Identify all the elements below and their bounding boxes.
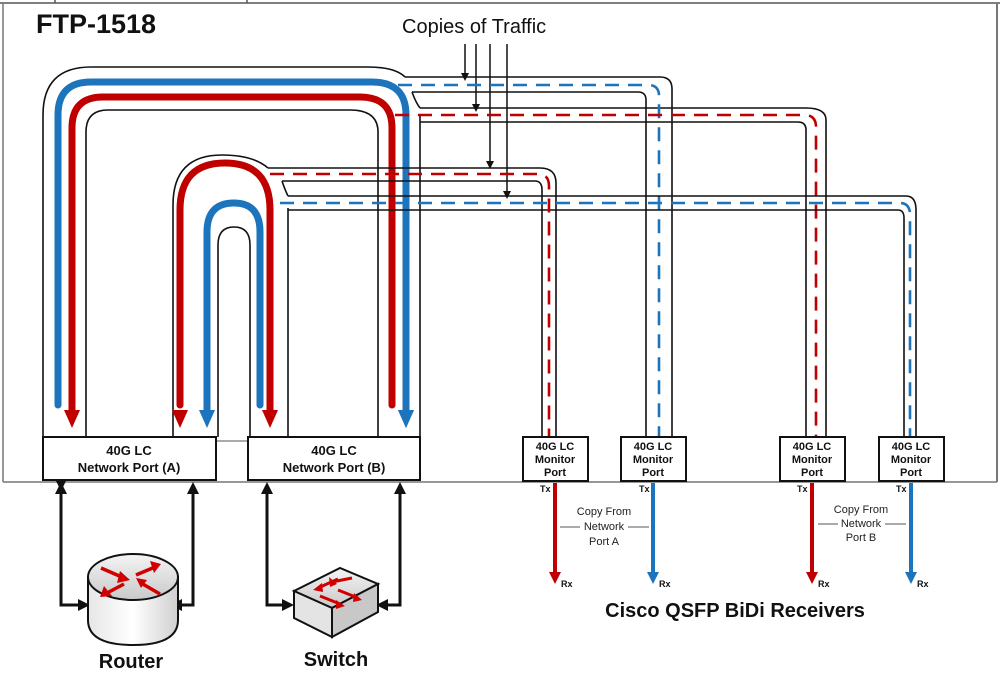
monitor-port-1-line2: Monitor [535,454,576,466]
tx-label-2: Tx [639,484,650,494]
red-copy-b [270,172,551,437]
loop-arrowheads [64,410,414,428]
copies-of-traffic-label: Copies of Traffic [402,16,546,38]
monitor-output-3: Tx Rx [797,483,830,589]
router-connections [55,481,199,611]
monitor-port-1-line3: Port [544,467,566,479]
monitor-port-4[interactable]: 40G LC Monitor Port [878,436,945,482]
network-port-a-line1: 40G LC [106,443,152,458]
copy-label-b-line1: Copy From [834,504,888,516]
rx-arrow-icon [905,572,917,584]
red-copy-a [395,113,818,437]
monitor-port-4-line3: Port [900,467,922,479]
rx-arrow-icon [549,572,561,584]
copy-label-a-line1: Copy From [577,506,631,518]
rx-label-2: Rx [659,579,671,589]
tx-label-3: Tx [797,484,808,494]
blue-copy-b [280,201,912,437]
monitor-port-2-line2: Monitor [633,454,674,466]
monitor-port-3-line1: 40G LC [793,441,832,453]
copy-label-b-line3: Port B [846,532,877,544]
monitor-port-3[interactable]: 40G LC Monitor Port [779,436,846,482]
network-port-b[interactable]: 40G LC Network Port (B) [247,436,421,481]
router-icon[interactable] [87,553,179,647]
monitor-output-1: Tx Rx [540,483,573,589]
rx-arrow-icon [647,572,659,584]
monitor-port-3-line3: Port [801,467,823,479]
rx-label-1: Rx [561,579,573,589]
red-traffic-loop-b [176,159,274,414]
monitor-output-2: Tx Rx [639,483,671,589]
monitor-port-4-line2: Monitor [891,454,932,466]
rx-label-4: Rx [917,579,929,589]
monitor-output-4: Tx Rx [896,483,929,589]
monitor-port-2[interactable]: 40G LC Monitor Port [620,436,687,482]
rx-label-3: Rx [818,579,830,589]
tx-label-1: Tx [540,484,551,494]
monitor-port-1[interactable]: 40G LC Monitor Port [522,436,589,482]
copy-label-a-line3: Port A [589,536,620,548]
network-port-a[interactable]: 40G LC Network Port (A) [42,436,217,481]
network-port-a-line2: Network Port (A) [78,460,181,475]
switch-label: Switch [304,649,368,671]
monitor-port-2-line3: Port [642,467,664,479]
monitor-port-1-line1: 40G LC [536,441,575,453]
switch-connections [261,482,406,611]
monitor-port-4-line1: 40G LC [892,441,931,453]
switch-icon[interactable] [291,566,381,639]
tx-label-4: Tx [896,484,907,494]
device-title: FTP-1518 [36,9,156,39]
blue-traffic-loop-a [54,78,410,414]
inner-loop-channel [172,154,917,437]
copy-label-a: Copy From Network Port A [560,506,649,548]
network-port-b-line1: 40G LC [311,443,357,458]
copy-label-b: Copy From Network Port B [818,504,906,544]
red-traffic-loop-a [68,93,396,414]
blue-traffic-loop-b [203,199,264,414]
outer-loop-channel [42,66,827,437]
monitor-outputs: Tx Rx Tx Rx Tx Rx Tx Rx [540,483,929,589]
copy-label-b-line2: Network [841,518,882,530]
chassis-frame [0,0,1000,483]
copy-label-a-line2: Network [584,521,625,533]
receivers-label: Cisco QSFP BiDi Receivers [605,600,865,622]
network-port-b-line2: Network Port (B) [283,460,386,475]
rx-arrow-icon [806,572,818,584]
blue-copy-a [398,83,661,437]
monitor-port-3-line2: Monitor [792,454,833,466]
monitor-port-2-line1: 40G LC [634,441,673,453]
router-label: Router [99,651,164,673]
copy-arrows [461,44,511,199]
